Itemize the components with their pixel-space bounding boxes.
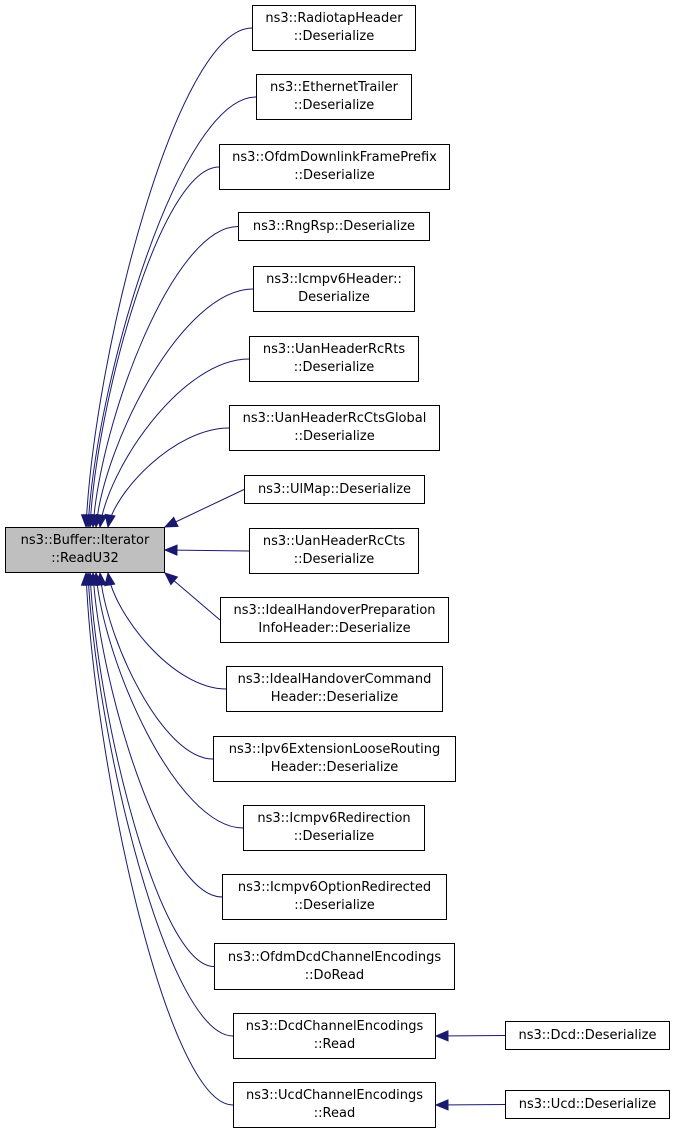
edge-ofdm-dcd-channel-encodings-to-root: [89, 572, 215, 967]
node-uan-header-rc-cts-global[interactable]: ns3::UanHeaderRcCtsGlobal::Deserialize: [229, 405, 440, 451]
edge-ucd-channel-encodings-to-root-arrowhead: [80, 571, 93, 586]
edge-ofdm-downlink-frame-prefix-to-root: [89, 166, 220, 528]
edge-radiotap-to-root: [85, 27, 253, 528]
edge-icmpv6-redirection-to-root: [95, 572, 244, 829]
node-label-line: ::Deserialize: [293, 360, 375, 375]
edge-ucd-channel-encodings-to-root: [85, 572, 234, 1106]
node-ofdm-dcd-channel-encodings[interactable]: ns3::OfdmDcdChannelEncodings::DoRead: [214, 943, 455, 990]
edge-ul-map-to-root-arrowhead: [163, 516, 179, 528]
node-label-line: ns3::Dcd::Deserialize: [518, 1027, 657, 1043]
node-label-line: ns3::EthernetTrailer: [270, 80, 398, 95]
node-label-line: ::DoRead: [304, 967, 365, 983]
node-label-line: ns3::Icmpv6OptionRedirected: [237, 880, 432, 895]
node-label-line: ns3::UcdChannelEncodings: [245, 1088, 423, 1103]
edge-uan-header-rc-cts-to-root-arrowhead: [163, 544, 178, 556]
node-label-line: ns3::IdealHandoverPreparation: [233, 603, 436, 618]
node-label-line: ns3::UanHeaderRcCtsGlobal: [242, 411, 427, 426]
node-label-line: Header::Deserialize: [270, 690, 399, 705]
node-label-line: ::Deserialize: [293, 829, 375, 844]
edge-rng-rsp-to-root: [92, 226, 239, 528]
node-label-line: ns3::UlMap::Deserialize: [257, 481, 412, 497]
node-uan-header-rc-rts[interactable]: ns3::UanHeaderRcRts::Deserialize: [249, 336, 419, 382]
edge-ideal-handover-preparation-to-root-arrowhead: [164, 572, 179, 586]
node-label-line: ns3::RadiotapHeader: [265, 11, 403, 26]
node-label-line: ::Read: [313, 1106, 356, 1121]
node-label-line: ::Read: [313, 1037, 356, 1052]
edge-uan-header-rc-rts-to-root-arrowhead: [95, 513, 108, 529]
node-radiotap[interactable]: ns3::RadiotapHeader::Deserialize: [252, 5, 416, 51]
node-label-line: ns3::Icmpv6Redirection: [257, 811, 411, 826]
node-label-line: ns3::OfdmDownlinkFramePrefix: [232, 150, 437, 165]
node-label-line: ns3::OfdmDcdChannelEncodings: [227, 949, 442, 965]
node-label-line: ns3::Buffer::Iterator: [20, 533, 150, 548]
node-ucd-channel-encodings[interactable]: ns3::UcdChannelEncodings::Read: [233, 1082, 436, 1128]
node-label-line: ns3::RngRsp::Deserialize: [252, 218, 416, 234]
node-icmpv6-header[interactable]: ns3::Icmpv6Header::Deserialize: [253, 266, 415, 312]
node-dcd-deserialize[interactable]: ns3::Dcd::Deserialize: [505, 1021, 670, 1050]
node-label-line: ::ReadU32: [51, 551, 119, 566]
node-dcd-channel-encodings[interactable]: ns3::DcdChannelEncodings::Read: [233, 1013, 436, 1059]
edge-uan-header-rc-cts-to-root: [164, 549, 250, 552]
edge-uan-header-rc-rts-to-root: [99, 358, 250, 528]
node-icmpv6-redirection[interactable]: ns3::Icmpv6Redirection::Deserialize: [243, 805, 425, 851]
node-label-line: Header::Deserialize: [270, 760, 399, 775]
edge-ucd-deserialize-to-ucd-channel-encodings-arrowhead: [434, 1099, 449, 1111]
node-icmpv6-option-redirected[interactable]: ns3::Icmpv6OptionRedirected::Deserialize: [222, 874, 447, 920]
edge-ideal-handover-command-to-root: [107, 572, 227, 690]
edge-dcd-deserialize-to-dcd-channel-encodings-arrowhead: [434, 1030, 449, 1042]
node-rng-rsp[interactable]: ns3::RngRsp::Deserialize: [238, 212, 430, 241]
node-label-line: ns3::UanHeaderRcRts: [262, 342, 406, 357]
node-label-line: ::Deserialize: [293, 98, 375, 113]
edge-uan-header-rc-cts-global-to-root-arrowhead: [104, 513, 116, 529]
node-ucd-deserialize[interactable]: ns3::Ucd::Deserialize: [505, 1090, 670, 1119]
node-uan-header-rc-cts[interactable]: ns3::UanHeaderRcCts::Deserialize: [249, 528, 419, 574]
edge-ul-map-to-root: [164, 489, 245, 528]
node-label-line: Deserialize: [298, 290, 370, 305]
root-node-buffer-iterator-readu32: ns3::Buffer::Iterator::ReadU32: [5, 527, 165, 573]
node-label-line: ns3::Icmpv6Header::: [266, 272, 402, 287]
node-label-line: ::Deserialize: [294, 168, 375, 183]
node-label-line: ::Deserialize: [293, 29, 375, 44]
edge-icmpv6-header-to-root: [95, 288, 254, 528]
edge-icmpv6-option-redirected-to-root: [92, 572, 223, 898]
edge-uan-header-rc-cts-global-to-root: [107, 427, 230, 528]
node-label-line: ns3::IdealHandoverCommand: [237, 672, 432, 687]
edge-ideal-handover-command-to-root-arrowhead: [104, 571, 116, 587]
edge-ipv6-extension-loose-routing-to-root: [99, 572, 214, 760]
node-ethernet-trailer[interactable]: ns3::EthernetTrailer::Deserialize: [256, 74, 412, 120]
edge-dcd-channel-encodings-to-root: [87, 572, 234, 1037]
node-label-line: ::Deserialize: [293, 552, 375, 567]
node-label-line: ns3::Ucd::Deserialize: [518, 1096, 657, 1112]
node-ofdm-downlink-frame-prefix[interactable]: ns3::OfdmDownlinkFramePrefix::Deserializ…: [219, 144, 450, 190]
node-ul-map[interactable]: ns3::UlMap::Deserialize: [244, 475, 425, 504]
node-label-line: ::Deserialize: [294, 429, 375, 444]
node-label-line: ns3::Ipv6ExtensionLooseRouting: [228, 742, 441, 757]
node-label-line: ::Deserialize: [294, 898, 375, 913]
node-label-line: ns3::DcdChannelEncodings: [245, 1019, 424, 1034]
node-label-line: ns3::UanHeaderRcCts: [262, 534, 406, 549]
node-label-line: InfoHeader::Deserialize: [258, 621, 411, 636]
edge-ethernet-trailer-to-root: [87, 96, 257, 528]
